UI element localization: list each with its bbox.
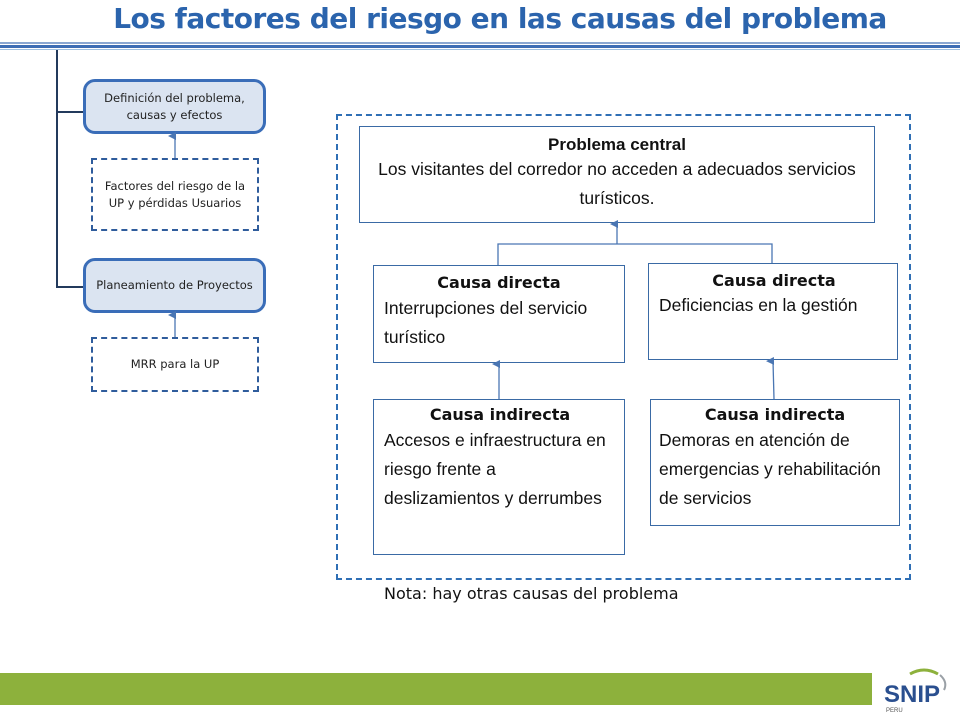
- central-problem-heading: Problema central: [548, 135, 686, 154]
- indirect-cause-box-1: Causa indirecta Accesos e infraestructur…: [373, 399, 625, 555]
- process-branch-line: [56, 286, 84, 288]
- direct-cause-text-2: Deficiencias en la gestión: [659, 295, 858, 315]
- direct-cause-text-1: Interrupciones del servicio turístico: [384, 298, 588, 347]
- page-title: Los factores del riesgo en las causas de…: [113, 2, 887, 35]
- title-divider: [0, 42, 960, 51]
- step-risk-factors: Factores del riesgo de la UP y pérdidas …: [91, 158, 259, 231]
- cause-tree-frame: [336, 114, 911, 580]
- indirect-cause-box-2: Causa indirecta Demoras en atención de e…: [650, 399, 900, 526]
- indirect-cause-text-2: Demoras en atención de emergencias y reh…: [659, 430, 881, 508]
- footer-bar: [0, 673, 872, 705]
- indirect-cause-heading-1: Causa indirecta: [429, 405, 571, 424]
- svg-text:PERU: PERU: [886, 708, 903, 714]
- process-stem-line: [56, 50, 58, 288]
- snip-logo: SNIP PERU: [880, 666, 956, 716]
- direct-cause-heading-1: Causa directa: [437, 273, 561, 292]
- central-problem-box: Problema central Los visitantes del corr…: [359, 126, 875, 223]
- indirect-cause-heading-2: Causa indirecta: [704, 405, 846, 424]
- join-line: [497, 243, 773, 265]
- step-mrr: MRR para la UP: [91, 337, 259, 392]
- process-branch-line: [56, 111, 84, 113]
- direct-cause-heading-2: Causa directa: [712, 271, 836, 290]
- arrow-up: [766, 356, 775, 400]
- svg-text:SNIP: SNIP: [884, 681, 940, 708]
- footnote: Nota: hay otras causas del problema: [384, 584, 679, 603]
- direct-cause-box-2: Causa directa Deficiencias en la gestión: [648, 263, 898, 360]
- central-problem-text: Los visitantes del corredor no acceden a…: [378, 159, 856, 208]
- indirect-cause-text-1: Accesos e infraestructura en riesgo fren…: [384, 430, 606, 508]
